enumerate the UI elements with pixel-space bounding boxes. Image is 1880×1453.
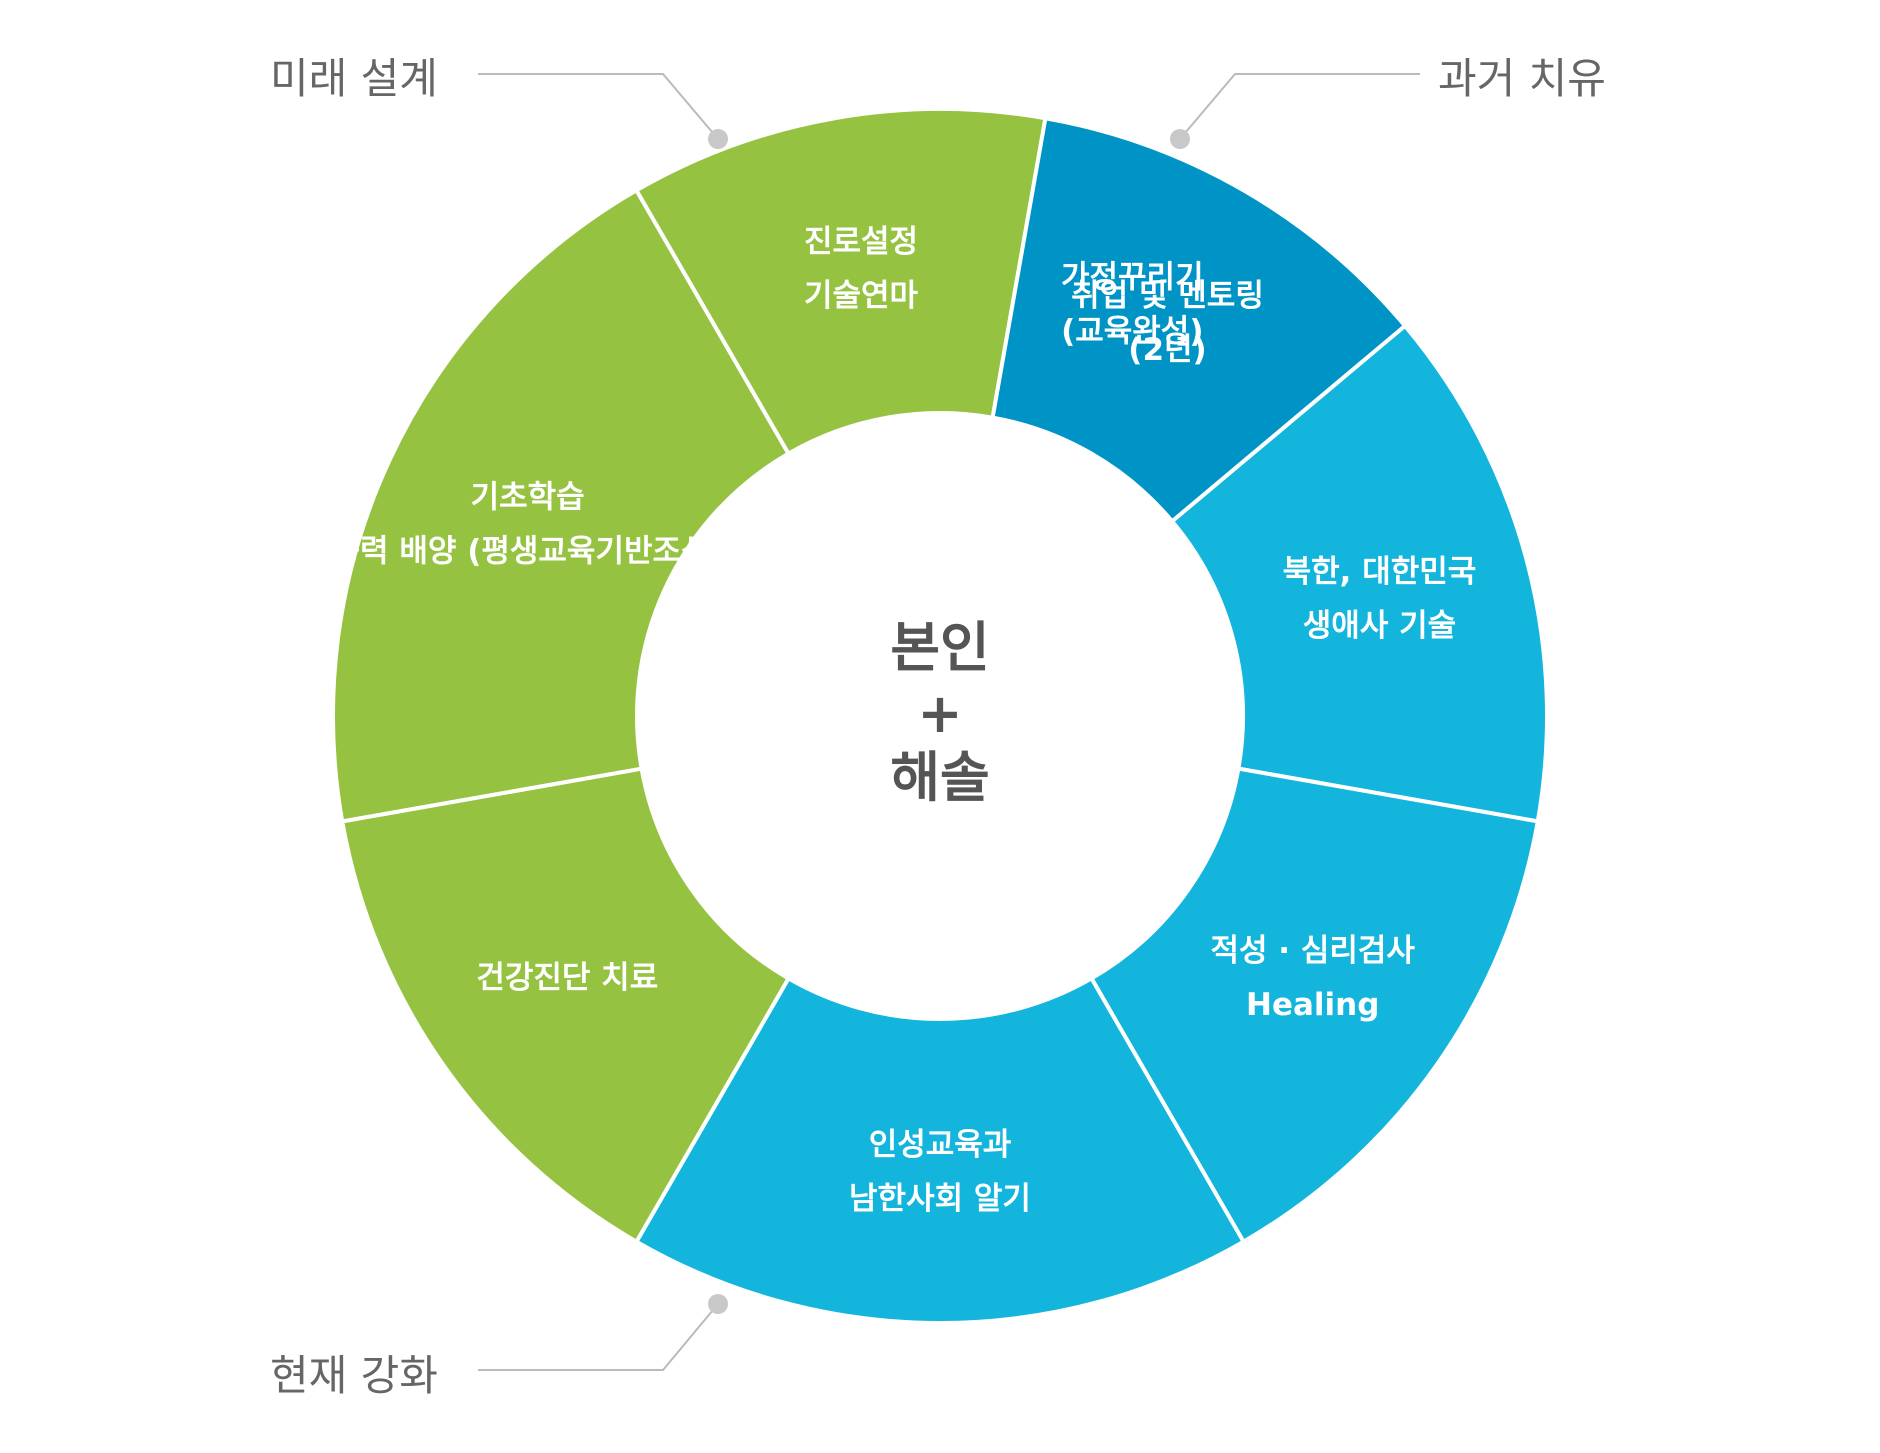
seg-aptitude-label-line-2: Healing <box>1246 987 1379 1023</box>
seg-career-shape <box>633 107 1048 457</box>
group-callout-future: 미래 설계 <box>270 54 728 149</box>
leader-dot-past <box>1170 129 1190 149</box>
wheel-segments <box>331 106 1549 1325</box>
group-label-past: 과거 치유 <box>1438 54 1606 103</box>
group-callout-past: 과거 치유 <box>1170 54 1606 149</box>
seg-family-label-line-2: (교육완성) <box>1061 314 1203 350</box>
group-label-present: 현재 강화 <box>270 1351 438 1400</box>
seg-basic-label-line-2: 능력 배양 (평생교육기반조성) <box>332 534 724 570</box>
center-line-2: + <box>917 682 962 745</box>
seg-character-label-line-2: 남한사회 알기 <box>849 1181 1031 1217</box>
group-callout-present: 현재 강화 <box>270 1294 728 1400</box>
seg-nk-sk-shape <box>1169 323 1549 824</box>
group-label-future: 미래 설계 <box>270 54 438 103</box>
leader-dot-present <box>708 1294 728 1314</box>
seg-basic-label-line-1: 기초학습 <box>471 480 585 516</box>
leader-dot-future <box>708 129 728 149</box>
seg-aptitude-label-line-1: 적성 · 심리검사 <box>1210 933 1415 969</box>
seg-health-shape <box>339 766 792 1245</box>
seg-job-label-line-1: 취업 및 멘토링 <box>1071 278 1264 314</box>
seg-family-label-line-1: 가정꾸리기 <box>1061 260 1204 296</box>
seg-job-label-line-2: (2년) <box>1128 332 1206 368</box>
seg-nk-sk-label-line-1: 북한, 대한민국 <box>1283 554 1477 590</box>
leader-line-present <box>478 1303 719 1371</box>
seg-character-shape <box>633 975 1247 1325</box>
seg-health-label-line-1: 건강진단 치료 <box>476 960 658 996</box>
seg-basic-shape <box>331 187 792 824</box>
seg-career-label-line-2: 기술연마 <box>804 278 919 314</box>
center-label: 본인 + 해솔 <box>890 616 989 809</box>
seg-aptitude-shape <box>1088 766 1541 1245</box>
center-line-1: 본인 <box>890 616 989 679</box>
seg-character-label-line-1: 인성교육과 <box>869 1127 1012 1163</box>
leader-line-future <box>478 73 719 140</box>
center-line-3: 해솔 <box>890 746 989 809</box>
leader-line-past <box>1179 73 1420 140</box>
seg-career-label-line-1: 진로설정 <box>804 224 918 260</box>
seg-job-shape <box>990 115 1408 525</box>
seg-nk-sk-label-line-2: 생애사 기술 <box>1303 608 1456 644</box>
